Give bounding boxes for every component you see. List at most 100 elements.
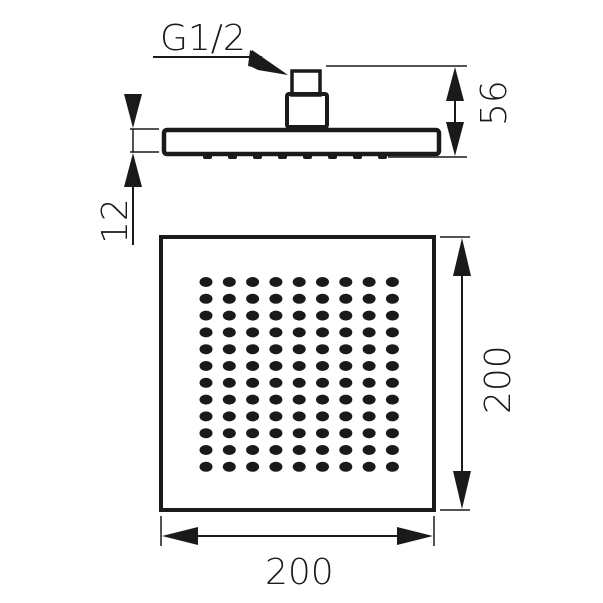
nozzle [222, 344, 236, 355]
nozzle [246, 361, 260, 371]
nozzle [316, 445, 329, 455]
nozzle [246, 344, 260, 355]
nozzle [362, 445, 376, 455]
nozzle [269, 277, 283, 287]
nozzle [385, 411, 399, 422]
nozzle [292, 310, 306, 321]
nozzle [246, 411, 260, 422]
nozzle [222, 394, 236, 405]
nozzle [339, 327, 353, 338]
nozzle [292, 361, 306, 371]
nozzle [385, 361, 399, 371]
nozzle [269, 361, 283, 371]
nozzle [222, 277, 236, 287]
nozzle [199, 293, 213, 304]
nozzle [246, 428, 260, 439]
nozzle [199, 377, 213, 388]
nozzle [246, 377, 260, 388]
nozzle [316, 310, 329, 321]
nozzle [269, 461, 283, 472]
nozzle [339, 445, 353, 455]
nozzle [199, 394, 213, 405]
nozzle [199, 277, 213, 287]
thread-leader-arrow [250, 50, 288, 75]
nozzle [222, 428, 236, 439]
nozzle [292, 428, 306, 439]
nozzle [222, 411, 236, 422]
nozzle [246, 445, 260, 455]
nozzle [339, 344, 353, 355]
nozzle [339, 377, 353, 388]
nozzle [292, 461, 306, 472]
nozzle [269, 327, 283, 338]
nozzle [246, 277, 260, 287]
nozzle [292, 411, 306, 422]
nozzle [246, 327, 260, 338]
nozzle [222, 293, 236, 304]
nozzle [316, 293, 329, 304]
nozzle [199, 361, 213, 371]
nozzle [246, 394, 260, 405]
nozzle [339, 361, 353, 371]
nozzle [292, 293, 306, 304]
nozzle [385, 428, 399, 439]
nozzle [199, 310, 213, 321]
nozzle [269, 310, 283, 321]
shower-plate-top [159, 235, 436, 512]
nozzle [199, 461, 213, 472]
nozzle [292, 344, 306, 355]
nozzle [269, 394, 283, 405]
nozzle [316, 377, 329, 388]
nozzle [199, 344, 213, 355]
nozzle [316, 277, 329, 287]
nozzle [362, 327, 376, 338]
nozzle [385, 394, 399, 405]
nozzle [222, 361, 236, 371]
nozzle [246, 310, 260, 321]
nozzle [362, 461, 376, 472]
nozzle [199, 445, 213, 455]
nozzle [362, 277, 376, 287]
depth-dimension-label: 200 [478, 345, 519, 414]
nozzle [362, 310, 376, 321]
nozzle [385, 327, 399, 338]
nozzle [362, 293, 376, 304]
side-nozzles [203, 153, 387, 159]
nozzle [362, 428, 376, 439]
nozzle [385, 377, 399, 388]
nozzle [339, 310, 353, 321]
nozzle [246, 461, 260, 472]
nozzle [292, 277, 306, 287]
nozzle [316, 327, 329, 338]
nozzle-grid [199, 277, 399, 472]
nozzle [385, 445, 399, 455]
nozzle [339, 277, 353, 287]
nozzle [222, 310, 236, 321]
nozzle [269, 411, 283, 422]
width-dimension-label: 200 [265, 552, 334, 593]
nozzle [316, 428, 329, 439]
thread-size-label: G1/2 [160, 18, 246, 59]
nozzle [362, 377, 376, 388]
nozzle [199, 411, 213, 422]
nozzle [339, 428, 353, 439]
nozzle [269, 445, 283, 455]
nozzle [222, 327, 236, 338]
nozzle [316, 461, 329, 472]
nozzle [362, 394, 376, 405]
nozzle [385, 293, 399, 304]
nozzle [292, 445, 306, 455]
height-dimension-label: 56 [474, 80, 515, 126]
nozzle [222, 377, 236, 388]
nozzle [199, 327, 213, 338]
nozzle [269, 293, 283, 304]
nozzle [316, 344, 329, 355]
nozzle [385, 461, 399, 472]
connector-body [285, 92, 329, 129]
nozzle [362, 411, 376, 422]
nozzle [362, 344, 376, 355]
nozzle [316, 361, 329, 371]
nozzle [385, 344, 399, 355]
nozzle [292, 377, 306, 388]
